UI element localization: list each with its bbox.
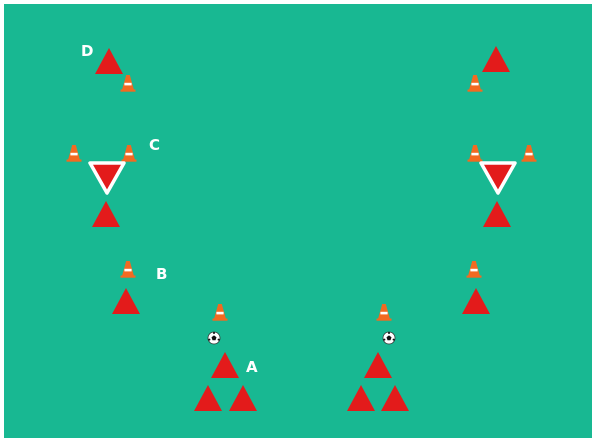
label-c: C [149,136,160,154]
soccer-ball-icon-right [383,332,395,344]
soccer-ball-icon-left [208,332,220,344]
label-d: D [81,42,93,60]
drill-diagram: D C B A [4,4,592,438]
label-a: A [246,358,258,376]
label-b: B [156,265,167,283]
